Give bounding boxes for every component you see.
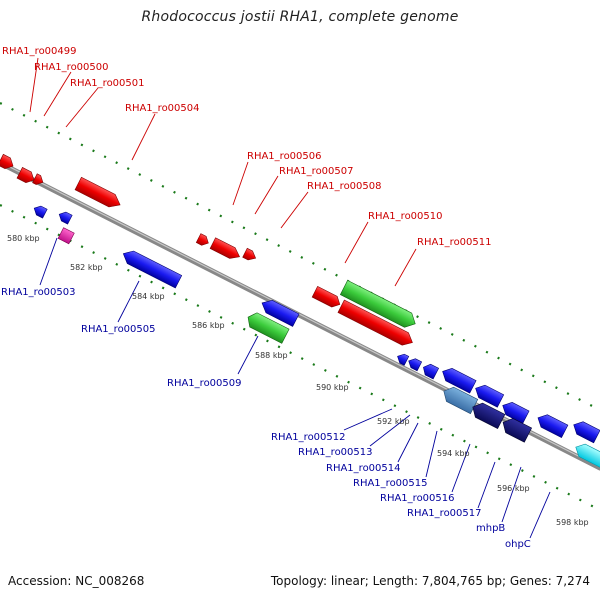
gene-arrow-ro00510[interactable]: [311, 285, 342, 309]
tick-label-584: 584 kbp: [132, 292, 165, 301]
gene-arrow-ro00517-navy[interactable]: [499, 415, 533, 443]
gene-arrow-ro00508[interactable]: [242, 247, 258, 262]
label-mhpB[interactable]: mhpB: [476, 523, 505, 534]
gene-arrow-ro00509[interactable]: [244, 310, 290, 344]
tick-label-588: 588 kbp: [255, 351, 288, 360]
tick-label-596: 596 kbp: [497, 484, 530, 493]
label-ro00499[interactable]: RHA1_ro00499: [2, 46, 77, 57]
gene-arrow-reverse-small-2[interactable]: [57, 210, 73, 225]
label-ro00509[interactable]: RHA1_ro00509: [167, 378, 242, 389]
gene-arrow-ro00503[interactable]: [57, 227, 75, 245]
gene-arrow-ro00516-navy[interactable]: [469, 400, 506, 430]
label-ohpC[interactable]: ohpC: [505, 539, 531, 550]
label-ro00515[interactable]: RHA1_ro00515: [353, 478, 428, 489]
gene-arrow-ro00515[interactable]: [439, 365, 477, 394]
gene-arrow-ro00506[interactable]: [195, 233, 210, 248]
label-ro00505[interactable]: RHA1_ro00505: [81, 324, 156, 335]
forward-leader-lines: [29, 57, 417, 287]
label-ro00506[interactable]: RHA1_ro00506: [247, 151, 322, 162]
gene-arrow-ro00504[interactable]: [74, 176, 123, 211]
label-ro00514[interactable]: RHA1_ro00514: [326, 463, 401, 474]
gene-arrow-ro00517[interactable]: [500, 399, 530, 424]
gene-arrow-ro00500[interactable]: [16, 167, 37, 185]
gene-arrow-ohpC-cyan[interactable]: [573, 441, 600, 471]
gene-arrow-ro00516[interactable]: [472, 382, 505, 408]
tick-label-580: 580 kbp: [7, 234, 40, 243]
gene-arrow-ro00511-green[interactable]: [339, 279, 419, 331]
label-ro00517[interactable]: RHA1_ro00517: [407, 508, 482, 519]
label-ro00500[interactable]: RHA1_ro00500: [34, 62, 109, 73]
forward-track-dots: [0, 102, 600, 411]
label-ro00507[interactable]: RHA1_ro00507: [279, 166, 354, 177]
gene-arrow-ro00499[interactable]: [0, 153, 16, 171]
gene-arrow-ro00513[interactable]: [406, 356, 423, 372]
gene-arrow-mhpB[interactable]: [535, 412, 569, 439]
label-ro00511[interactable]: RHA1_ro00511: [417, 237, 492, 248]
gene-arrow-ro00507[interactable]: [209, 237, 242, 262]
label-ro00513[interactable]: RHA1_ro00513: [298, 447, 373, 458]
label-ro00512[interactable]: RHA1_ro00512: [271, 432, 346, 443]
gene-arrow-ro00509-blue[interactable]: [259, 297, 300, 327]
tick-label-586: 586 kbp: [192, 321, 225, 330]
tick-label-592: 592 kbp: [377, 417, 410, 426]
label-ro00504[interactable]: RHA1_ro00504: [125, 103, 200, 114]
label-ro00501[interactable]: RHA1_ro00501: [70, 78, 145, 89]
map-title: Rhodococcus jostii RHA1, complete genome: [141, 9, 459, 25]
gene-arrow-ro00505[interactable]: [120, 247, 183, 289]
accession-text: Accession: NC_008268: [8, 574, 145, 588]
summary-text: Topology: linear; Length: 7,804,765 bp; …: [270, 574, 590, 588]
gene-arrow-ro00514[interactable]: [421, 362, 440, 380]
gene-arrow-ro00501[interactable]: [32, 173, 46, 187]
tick-label-594: 594 kbp: [437, 449, 470, 458]
label-ro00503[interactable]: RHA1_ro00503: [1, 287, 76, 298]
tick-label-590: 590 kbp: [316, 383, 349, 392]
label-ro00516[interactable]: RHA1_ro00516: [380, 493, 455, 504]
gene-arrow-ohpC[interactable]: [571, 419, 600, 444]
gene-arrow-reverse-small-1[interactable]: [32, 204, 48, 219]
reverse-leader-lines: [39, 237, 551, 539]
tick-label-598: 598 kbp: [556, 518, 589, 527]
gene-arrow-ro00511[interactable]: [337, 299, 416, 349]
label-ro00510[interactable]: RHA1_ro00510: [368, 211, 443, 222]
tick-label-582: 582 kbp: [70, 263, 103, 272]
reverse-track-dots: [0, 204, 600, 511]
label-ro00508[interactable]: RHA1_ro00508: [307, 181, 382, 192]
gene-arrow-ro00512[interactable]: [395, 352, 410, 366]
